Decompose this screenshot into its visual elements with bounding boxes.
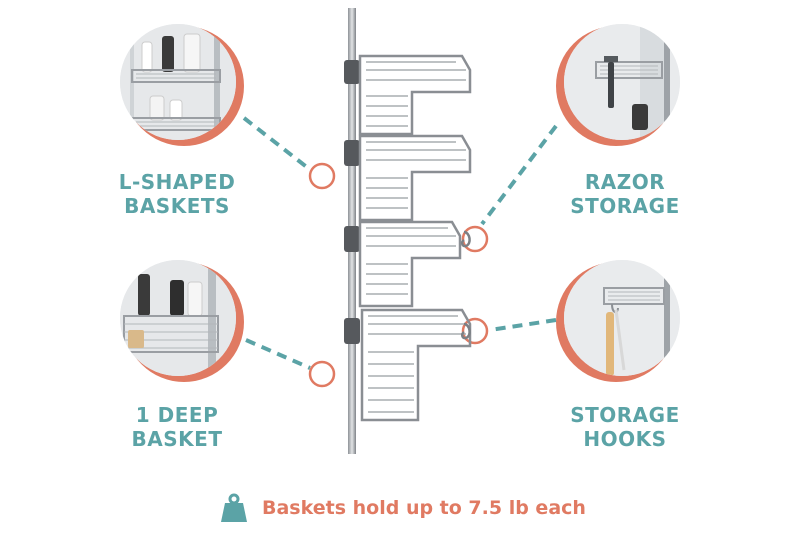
deep-line1: 1 DEEP (135, 403, 219, 427)
lshaped-line1: L-SHAPED (118, 170, 236, 194)
lshaped-baskets-photo (120, 24, 244, 146)
storage-hooks-photo (556, 260, 680, 382)
deep-basket-photo (120, 260, 244, 382)
storage-hook (461, 322, 471, 340)
hooks-line2: HOOKS (583, 427, 667, 451)
razor-line1: RAZOR (584, 170, 666, 194)
storage-hooks-label: STORAGE HOOKS (540, 403, 710, 451)
connector-lines (242, 116, 558, 370)
razor-line2: STORAGE (570, 194, 680, 218)
callout-rings (308, 162, 489, 388)
deep-basket-label: 1 DEEP BASKET (92, 403, 262, 451)
lshaped-baskets-label: L-SHAPED BASKETS (92, 170, 262, 218)
hooks-line1: STORAGE (570, 403, 680, 427)
basket-1 (358, 54, 472, 136)
basket-4 (360, 308, 472, 422)
weight-capacity-text: Baskets hold up to 7.5 lb each (262, 497, 586, 519)
razor-hook (461, 230, 471, 248)
tension-pole (344, 8, 360, 454)
weight-capacity-note: Baskets hold up to 7.5 lb each (218, 490, 586, 526)
basket-2 (358, 134, 472, 222)
razor-storage-photo (556, 24, 680, 146)
razor-storage-label: RAZOR STORAGE (540, 170, 710, 218)
weight-icon (221, 493, 247, 522)
basket-3 (358, 220, 462, 308)
deep-line2: BASKET (131, 427, 223, 451)
lshaped-line2: BASKETS (124, 194, 230, 218)
